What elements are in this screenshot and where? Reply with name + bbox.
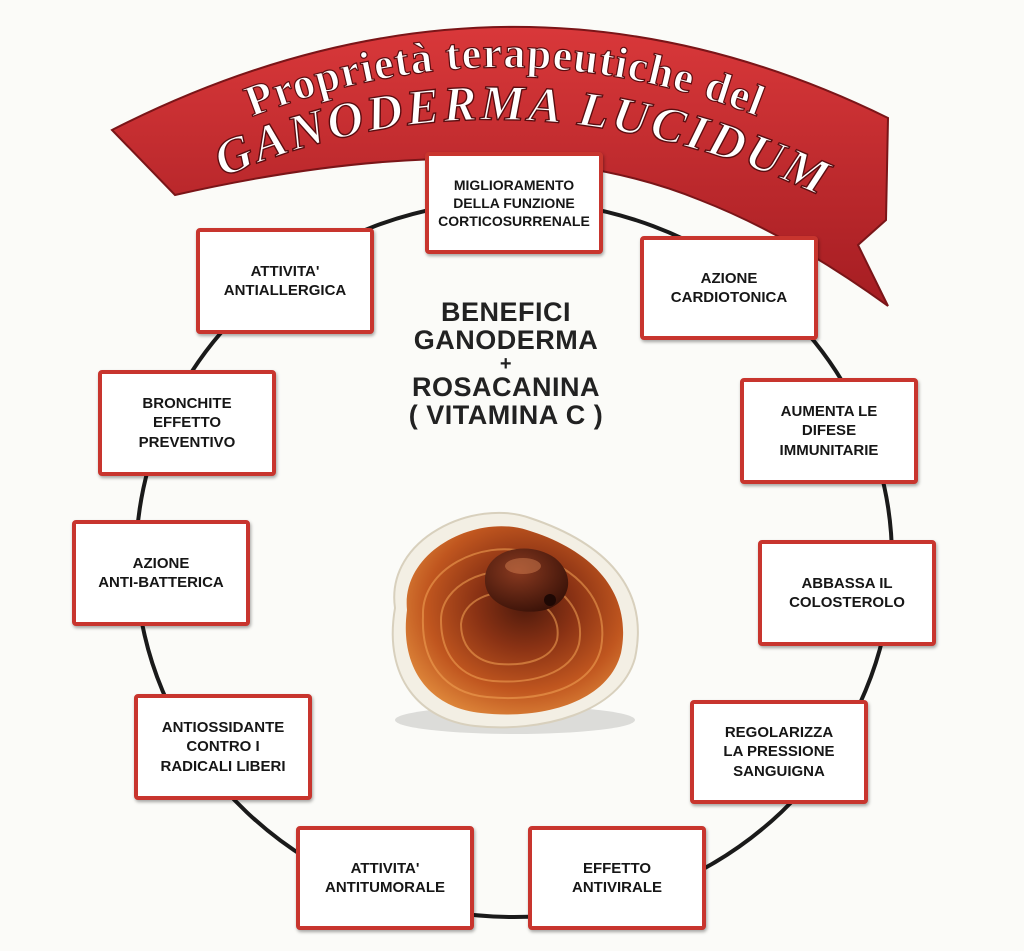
benefit-text: ANTIOSSIDANTE CONTRO I RADICALI LIBERI — [160, 718, 286, 775]
center-heading: BENEFICI GANODERMA + ROSACANINA ( VITAMI… — [356, 297, 656, 431]
benefit-box-pressione-sanguigna: REGOLARIZZA LA PRESSIONE SANGUIGNA — [690, 700, 868, 804]
benefit-box-antivirale: EFFETTO ANTIVIRALE — [528, 826, 706, 930]
benefit-box-antitumorale: ATTIVITA' ANTITUMORALE — [296, 826, 474, 930]
ganoderma-mushroom-image — [391, 511, 639, 734]
benefit-box-antiallergica: ATTIVITA' ANTIALLERGICA — [196, 228, 374, 334]
mushroom-stem-hole — [544, 594, 556, 606]
benefit-text: ATTIVITA' ANTIALLERGICA — [223, 262, 347, 300]
benefit-text: AZIONE CARDIOTONICA — [670, 269, 788, 307]
benefit-text: AUMENTA LE DIFESE IMMUNITARIE — [779, 402, 879, 459]
benefit-box-colosterolo: ABBASSA IL COLOSTEROLO — [758, 540, 936, 646]
center-plus: + — [499, 352, 513, 375]
mushroom-highlight — [505, 558, 541, 574]
benefit-box-corticosurrenale: MIGLIORAMENTO DELLA FUNZIONE CORTICOSURR… — [425, 152, 603, 254]
center-line-ganoderma: GANODERMA — [413, 325, 599, 356]
benefit-box-radicali-liberi: ANTIOSSIDANTE CONTRO I RADICALI LIBERI — [134, 694, 312, 800]
benefit-box-anti-batterica: AZIONE ANTI-BATTERICA — [72, 520, 250, 626]
benefit-text: REGOLARIZZA LA PRESSIONE SANGUIGNA — [723, 723, 835, 780]
benefit-box-difese-immunitarie: AUMENTA LE DIFESE IMMUNITARIE — [740, 378, 918, 484]
benefit-box-cardiotonica: AZIONE CARDIOTONICA — [640, 236, 818, 340]
benefit-text: MIGLIORAMENTO DELLA FUNZIONE CORTICOSURR… — [438, 176, 590, 230]
benefit-text: AZIONE ANTI-BATTERICA — [98, 554, 224, 592]
center-line-rosacanina: ROSACANINA — [411, 371, 600, 402]
benefit-text: EFFETTO ANTIVIRALE — [572, 859, 662, 897]
benefit-text: ABBASSA IL COLOSTEROLO — [789, 574, 905, 612]
center-line-benefici: BENEFICI — [440, 297, 571, 327]
benefit-text: BRONCHITE EFFETTO PREVENTIVO — [138, 394, 236, 451]
benefit-box-bronchite: BRONCHITE EFFETTO PREVENTIVO — [98, 370, 276, 476]
benefit-text: ATTIVITA' ANTITUMORALE — [325, 859, 445, 897]
center-line-vitamina: ( VITAMINA C ) — [408, 400, 604, 431]
